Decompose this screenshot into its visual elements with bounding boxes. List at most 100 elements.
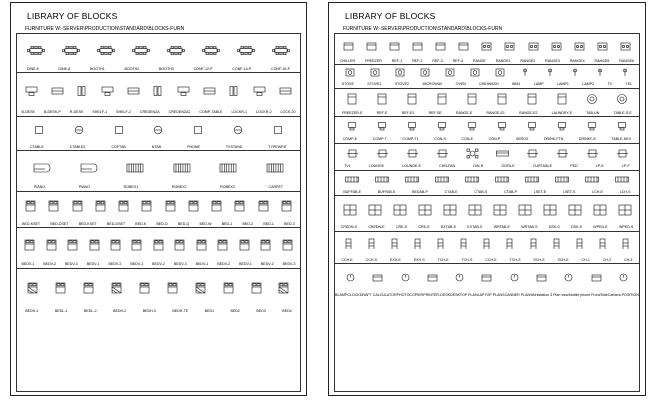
appliance-icon [574, 42, 584, 50]
piano-icon [219, 163, 237, 172]
block-label: BEDV-2 [152, 262, 165, 267]
block-label: BEDV-1 [86, 262, 100, 267]
dining-table-icon [97, 45, 115, 55]
row-icons [19, 74, 298, 108]
bed-2-icon [196, 239, 207, 250]
block-label: SOFA-E [501, 164, 515, 169]
block-label: TCH-S [461, 257, 473, 262]
computer-icon [468, 122, 476, 131]
row-icons [337, 66, 637, 79]
sheet-subtitle: FURNITURE W:-SERVER\PRODUCTION\STANDARD\… [25, 26, 185, 32]
block-label: R-DESK [69, 110, 84, 115]
fridge-icon [437, 93, 447, 105]
block-label: CARPET [268, 185, 284, 190]
appliance-icon [505, 42, 515, 50]
fridge-icon [347, 93, 357, 105]
chair-icon [599, 238, 606, 250]
equipment-icon [619, 273, 628, 282]
appliance-icon [435, 42, 446, 50]
block-label: TCH-S [509, 257, 521, 262]
block-label: BEDL-1 [54, 308, 68, 313]
desk-icon [178, 86, 190, 96]
fridge-icon [407, 93, 417, 105]
block-label: RANGE3 [545, 58, 560, 63]
bed-3-icon [279, 282, 289, 294]
buffet-icon [525, 176, 539, 183]
block-label: TVSTAND [225, 144, 243, 149]
equipment-icon [482, 274, 492, 282]
sheet-title: LIBRARY OF BLOCKS [27, 11, 118, 21]
block-label: BOOTH3 [159, 66, 174, 71]
block-label: ROBEX1 [123, 185, 139, 190]
block-label: BEDV-3 [282, 262, 296, 267]
dining-table-icon [62, 45, 81, 55]
block-label: BEDV-2 [217, 262, 231, 267]
cabinet-icon [493, 204, 506, 216]
block-label: LAMP2 [582, 81, 595, 86]
computer-icon [618, 122, 626, 131]
lounge-icon [616, 149, 628, 158]
bed-icon [49, 200, 59, 212]
block-label: BEDV-1 [239, 262, 252, 267]
bed-icon [25, 200, 36, 212]
computer-icon [588, 122, 596, 131]
chair-icon [530, 238, 536, 250]
buffet-icon [375, 176, 389, 183]
fridge-icon [497, 93, 507, 105]
bed-icon [211, 200, 222, 212]
block-label: RANGE2 [520, 58, 536, 63]
block-label: CRE-S [395, 225, 408, 230]
block-label: NTAB [151, 144, 162, 149]
block-label: Workstation 3 Plan view [530, 292, 569, 297]
block-label: COFTAB [111, 144, 126, 149]
piano-icon [173, 163, 191, 172]
chair-icon [414, 238, 421, 250]
buffet-icon [465, 176, 479, 183]
desk-icon [229, 86, 238, 96]
block-label: CLOCK [347, 292, 360, 297]
bed-2-icon [132, 239, 142, 250]
block-label: STOVE2 [394, 81, 409, 86]
block-label: TCH-E [437, 257, 449, 262]
buffet-icon [555, 176, 569, 183]
small-table-icon [35, 126, 43, 134]
block-label: ROBEX2 [171, 185, 187, 190]
sheet-subtitle: FURNITURE W:-SERVER\PRODUCTION\STANDARD\… [343, 26, 503, 32]
block-label: BEDV-2 [43, 262, 57, 267]
buffet-icon [345, 176, 359, 183]
block-label: SCANNER PLAN [502, 292, 531, 297]
stove-icon [495, 69, 504, 77]
block-label: BUFFAB-E [343, 189, 361, 194]
appliance-icon [459, 42, 469, 50]
row-icons [337, 145, 637, 162]
appliance-icon [620, 42, 631, 50]
block-label: BED-KSET [78, 221, 97, 226]
equipment-icon [510, 273, 519, 282]
block-label: CCH-E [485, 257, 497, 262]
row-icons [19, 118, 298, 143]
desk-icon [101, 86, 114, 96]
equipment-icon [401, 273, 409, 282]
block-label: TYPEWRIT [268, 144, 287, 149]
appliance-icon [482, 42, 492, 50]
block-label: DSK-E [571, 225, 583, 230]
block-label: CTABLE2 [69, 144, 86, 149]
block-label: FREEZER-E [342, 110, 363, 115]
small-table-icon [114, 126, 123, 134]
block-label: LOCKR-1 [231, 110, 248, 115]
block-label: CON-P [488, 136, 501, 141]
